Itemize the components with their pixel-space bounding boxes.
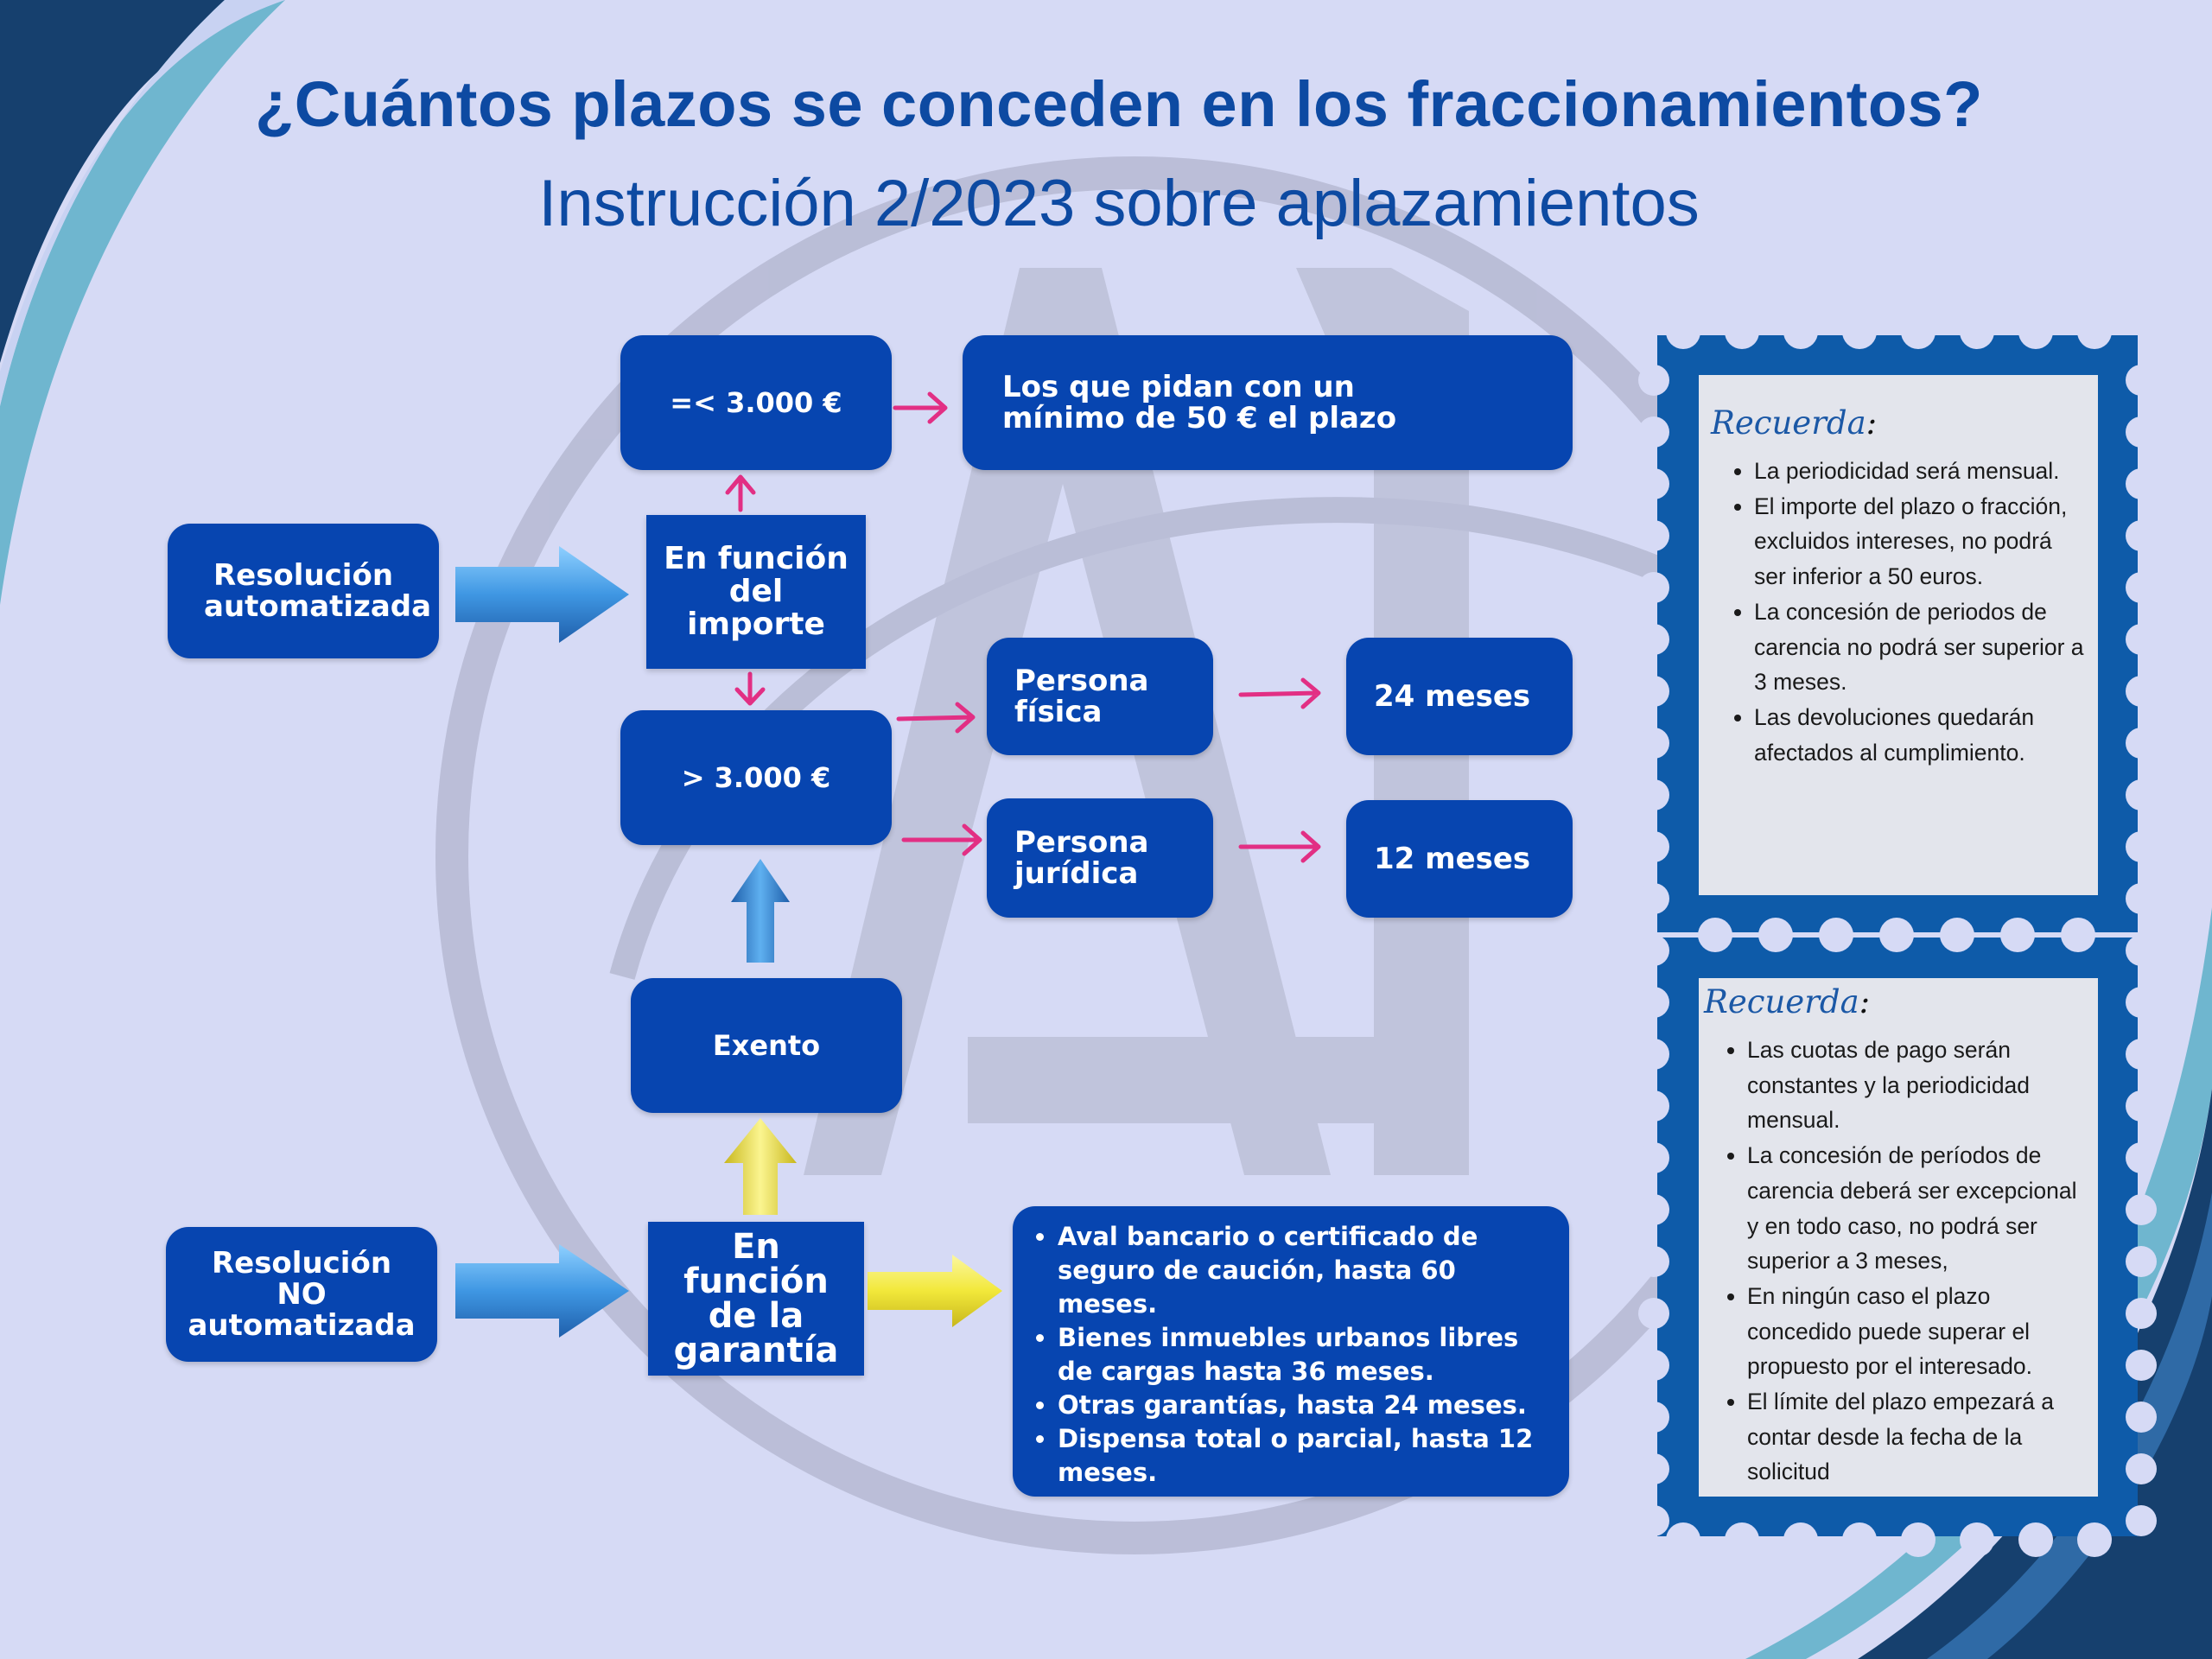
amount-branch-box: En función del importe (646, 515, 866, 669)
guarantee-list-box: Aval bancario o certificado de seguro de… (1013, 1206, 1569, 1497)
natural-person-label: Persona física (1014, 664, 1149, 729)
reminder-note-bottom: Recuerda: Las cuotas de pago serán const… (1704, 983, 2089, 1490)
reminder-list: La periodicidad será mensual. El importe… (1711, 454, 2088, 770)
pink-arrow-natural-person (896, 702, 976, 734)
non-automated-resolution-box: Resolución NO automatizada (166, 1227, 437, 1362)
guarantee-item: Aval bancario o certificado de seguro de… (1058, 1220, 1543, 1321)
page-title: ¿Cuántos plazos se conceden en los fracc… (255, 68, 1983, 140)
term-24-months-box: 24 meses (1346, 638, 1573, 755)
legal-person-label: Persona jurídica (1014, 825, 1149, 891)
corner-wave-top-left-dark (0, 0, 285, 363)
pink-arrow-low-amount (893, 391, 948, 424)
reminder-item: La concesión de períodos de carencia deb… (1747, 1138, 2089, 1279)
pink-arrows (725, 391, 1321, 863)
guarantee-branch-label: En función de la garantía (673, 1227, 839, 1370)
legal-person-box: Persona jurídica (987, 798, 1213, 918)
blue-arrow-non-automated (455, 1244, 629, 1338)
pink-arrow-legal-person (901, 823, 982, 856)
guarantee-item: Otras garantías, hasta 24 meses. (1058, 1389, 1543, 1422)
automated-resolution-box: Resolución automatizada (168, 524, 439, 658)
pink-arrow-up-importe (725, 474, 756, 512)
automated-resolution-label: Resolución automatizada (204, 558, 432, 624)
page-subtitle: Instrucción 2/2023 sobre aplazamientos (538, 167, 1700, 240)
reminder-title: Recuerda: (1704, 983, 1871, 1020)
low-amount-result-box: Los que pidan con un mínimo de 50 € el p… (963, 335, 1573, 470)
yellow-arrow-right-guarantee (868, 1255, 1002, 1327)
pink-arrow-24-months (1238, 677, 1321, 709)
reminder-title: Recuerda: (1711, 404, 1878, 442)
non-automated-resolution-label: Resolución NO automatizada (188, 1246, 416, 1343)
exempt-label: Exento (712, 1029, 821, 1062)
stamp-paper-bottom (1699, 978, 2098, 1497)
reminder-item: Las cuotas de pago serán constantes y la… (1747, 1033, 2089, 1138)
pink-arrow-12-months (1238, 830, 1321, 863)
reminder-item: El importe del plazo o fracción, excluid… (1754, 489, 2088, 594)
yellow-arrow-up-guarantee (724, 1118, 797, 1215)
blue-arrow-up-exempt (731, 859, 790, 963)
high-amount-label: > 3.000 € (681, 761, 831, 794)
corner-wave-bottom-right-mid (1927, 1192, 2212, 1659)
term-12-months-box: 12 meses (1346, 800, 1573, 918)
exempt-box: Exento (631, 978, 902, 1113)
blue-arrow-automated (455, 546, 629, 643)
guarantee-list: Aval bancario o certificado de seguro de… (1013, 1220, 1543, 1490)
reminder-item: En ningún caso el plazo concedido puede … (1747, 1279, 2089, 1384)
low-amount-box: =< 3.000 € (620, 335, 892, 470)
guarantee-branch-box: En función de la garantía (648, 1222, 864, 1376)
term-12-months-label: 12 meses (1374, 842, 1531, 876)
guarantee-item: Bienes inmuebles urbanos libres de carga… (1058, 1321, 1543, 1389)
guarantee-item: Dispensa total o parcial, hasta 12 meses… (1058, 1422, 1543, 1490)
reminder-item: El límite del plazo empezará a contar de… (1747, 1384, 2089, 1490)
high-amount-box: > 3.000 € (620, 710, 892, 845)
stamp-perforations (1638, 315, 2157, 1557)
reminder-item: La concesión de periodos de carencia no … (1754, 594, 2088, 700)
reminder-list: Las cuotas de pago serán constantes y la… (1704, 1033, 2089, 1490)
low-amount-result-label: Los que pidan con un mínimo de 50 € el p… (1002, 370, 1397, 435)
reminder-item: Las devoluciones quedarán afectados al c… (1754, 700, 2088, 770)
natural-person-box: Persona física (987, 638, 1213, 755)
amount-branch-label: En función del importe (664, 541, 849, 642)
low-amount-label: =< 3.000 € (670, 386, 842, 419)
stamp-paper-top (1699, 375, 2098, 895)
term-24-months-label: 24 meses (1374, 679, 1531, 714)
reminder-item: La periodicidad será mensual. (1754, 454, 2088, 489)
reminder-note-top: Recuerda: La periodicidad será mensual. … (1711, 404, 2088, 770)
pink-arrow-down-importe (734, 671, 766, 706)
corner-wave-top-left-teal (0, 0, 285, 605)
